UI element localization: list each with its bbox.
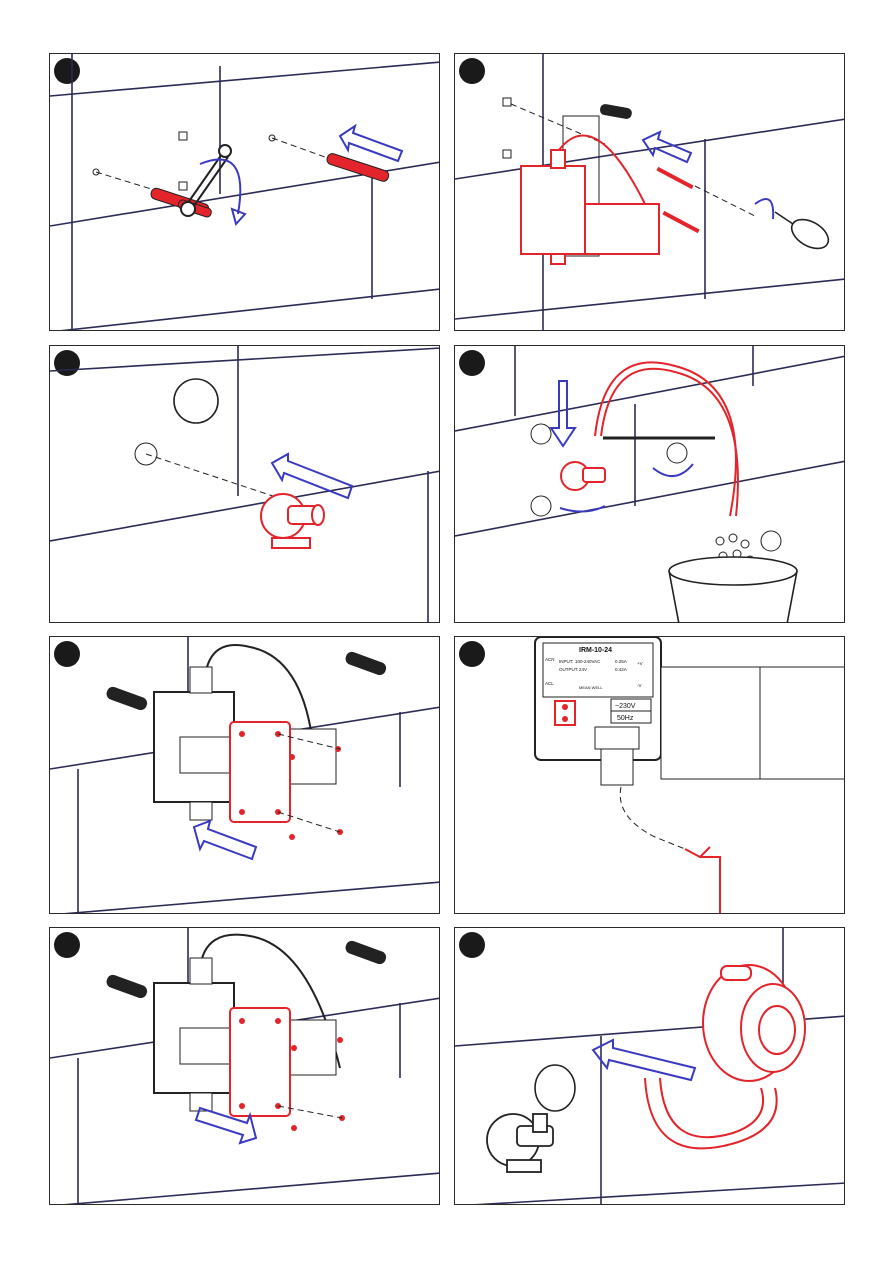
bucket: [668, 556, 798, 622]
step-marker: [54, 932, 80, 958]
rotate-arrow: [199, 158, 242, 215]
red-screw: [656, 166, 694, 190]
cable-gland: [594, 726, 640, 750]
psu-made-in: MEAN WELL: [579, 685, 603, 690]
power-supply-label: [542, 642, 654, 698]
angle-valve: [560, 461, 606, 491]
illustration-step-3: [50, 346, 439, 622]
step-marker: [54, 58, 80, 84]
illustration-step-1: [50, 54, 439, 330]
down-arrow: [549, 380, 577, 448]
electronic-box: [520, 165, 586, 255]
push-arrow: [270, 452, 354, 500]
psu-input-value: 100-240VAC: [575, 659, 601, 664]
flush-unit: [660, 666, 844, 780]
push-arrow: [591, 1038, 697, 1082]
red-screws: [239, 1018, 345, 1131]
black-wall-plug: [106, 940, 387, 999]
angle-valve: [260, 493, 325, 549]
panel-step-3: [49, 345, 440, 623]
panel-step-7: [49, 927, 440, 1205]
black-wall-plug: [106, 651, 387, 711]
flush-unit: [584, 203, 660, 255]
push-arrow: [338, 123, 404, 163]
cover-plate: [229, 1007, 291, 1117]
illustration-step-7: [50, 928, 439, 1204]
wrench-icon: [180, 144, 232, 217]
psu-acn: ACN: [545, 657, 555, 662]
angle-valve: [486, 1113, 554, 1173]
psu-input-current: 0.25A: [615, 659, 627, 664]
illustration-step-2: [455, 54, 844, 330]
wall-tiles: [50, 54, 439, 330]
siphon: [644, 964, 806, 1150]
step-marker: [459, 932, 485, 958]
screwdriver-icon: [774, 211, 830, 250]
psu-output-current: 0.42A: [615, 667, 627, 672]
psu-input-label: INPUT:: [559, 659, 573, 664]
voltage-tag: ~230V: [615, 703, 636, 710]
wire-lug: [684, 846, 721, 913]
terminal-block: [554, 700, 576, 726]
psu-v-minus: -V: [637, 683, 642, 688]
illustration-step-6: IRM-10-24 INPUT: 100-240VAC 0.25A OUTPUT…: [534, 637, 844, 913]
wall-opening: [173, 378, 219, 424]
push-arrow: [194, 1106, 258, 1145]
psu-output-label: OUTPUT:: [559, 667, 578, 672]
panel-step-2: [454, 53, 845, 331]
psu-acl: ACL: [545, 681, 554, 686]
panel-step-1: [49, 53, 440, 331]
freq-tag: 50Hz: [617, 715, 634, 722]
illustration-step-4: [455, 346, 844, 622]
panel-step-8: [454, 927, 845, 1205]
panel-step-4: [454, 345, 845, 623]
illustration-step-5: [50, 637, 439, 913]
panel-step-6: IRM-10-24 INPUT: 100-240VAC 0.25A OUTPUT…: [454, 636, 845, 914]
step-marker: [459, 641, 485, 667]
cover-plate: [229, 721, 291, 823]
step-marker: [54, 641, 80, 667]
psu-output-value: 24V: [579, 667, 587, 672]
push-arrow: [641, 130, 693, 164]
square-hole: [178, 131, 188, 141]
black-wall-plug: [599, 104, 632, 119]
psu-v-plus: +V: [637, 661, 643, 666]
red-screw-right: [326, 153, 390, 182]
panel-step-5: [49, 636, 440, 914]
illustration-step-8: [455, 928, 844, 1204]
step-marker: [459, 58, 485, 84]
step-marker: [54, 350, 80, 376]
wall-opening: [534, 1064, 576, 1112]
psu-model: IRM-10-24: [579, 647, 612, 654]
step-marker: [459, 350, 485, 376]
pull-arrow: [192, 819, 258, 861]
